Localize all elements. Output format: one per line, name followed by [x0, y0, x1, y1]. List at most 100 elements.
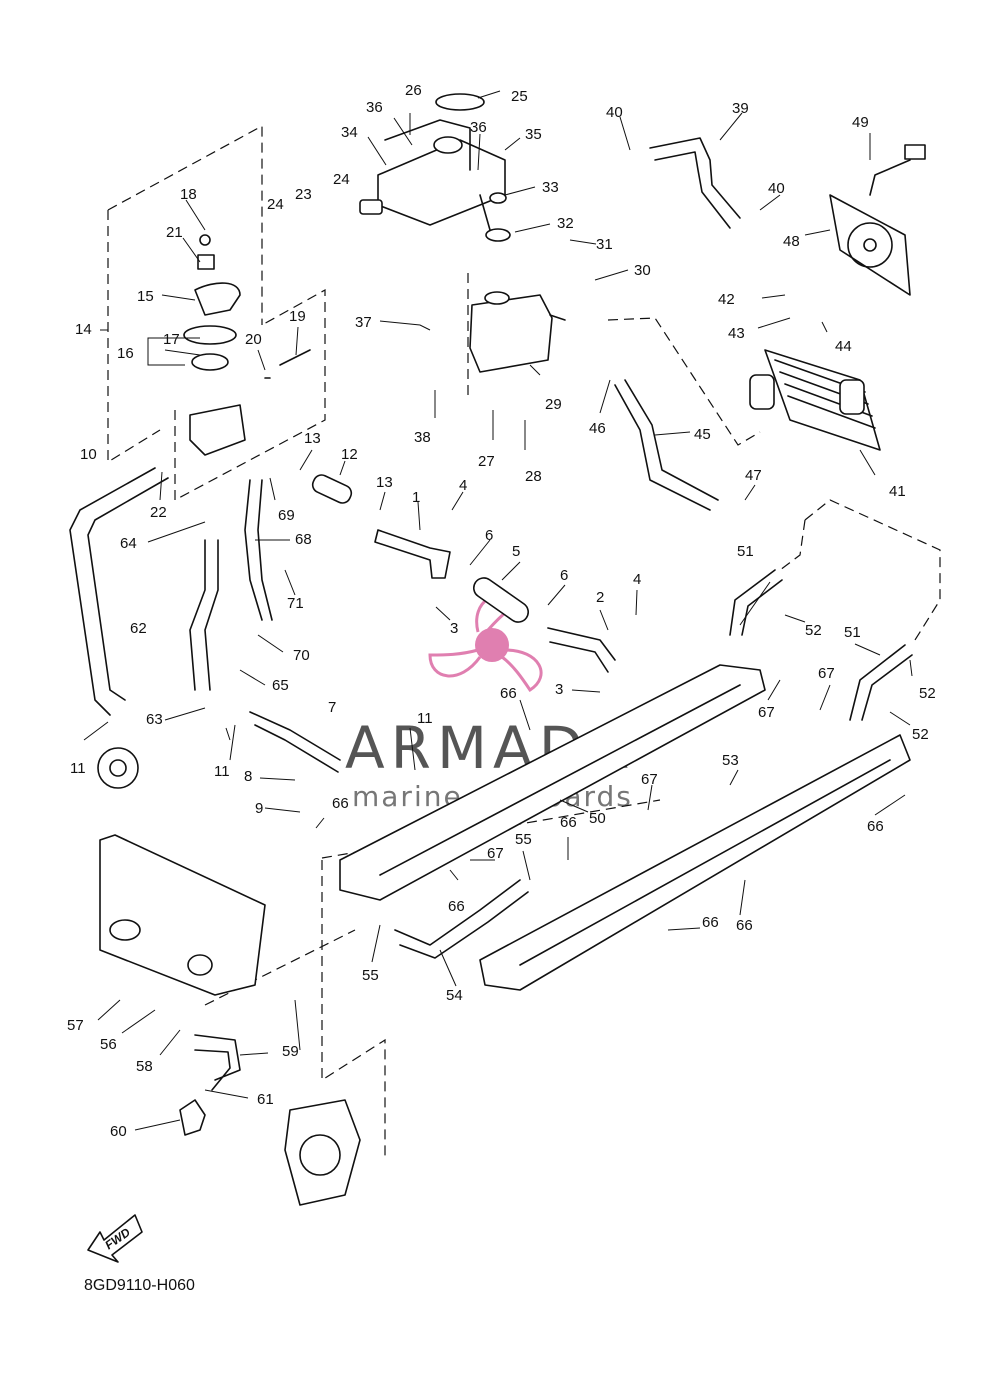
- hose-45: [614, 379, 719, 511]
- hose-7: [249, 711, 341, 773]
- callout-11: 11: [214, 763, 230, 780]
- callout-66: 66: [867, 818, 884, 835]
- callout-66: 66: [500, 685, 517, 702]
- callout-66: 66: [736, 917, 753, 934]
- callout-71: 71: [287, 595, 304, 612]
- callout-6: 6: [560, 567, 568, 584]
- callout-31: 31: [596, 236, 613, 253]
- callout-32: 32: [557, 215, 574, 232]
- callout-9: 9: [255, 800, 263, 817]
- cooling-fan: [829, 144, 926, 296]
- callout-35: 35: [525, 126, 542, 143]
- hose-60: [179, 1099, 206, 1136]
- callout-52: 52: [805, 622, 822, 639]
- callout-18: 18: [180, 186, 197, 203]
- hose-2: [547, 627, 616, 673]
- callout-47: 47: [745, 467, 762, 484]
- callout-37: 37: [355, 314, 372, 331]
- leader-lines: [83, 90, 913, 1131]
- frame-rail-53: [479, 734, 911, 991]
- water-pump: [97, 747, 361, 1206]
- callout-43: 43: [728, 325, 745, 342]
- callout-2: 2: [596, 589, 604, 606]
- callout-26: 26: [405, 82, 422, 99]
- callout-30: 30: [634, 262, 651, 279]
- callout-24: 24: [333, 171, 350, 188]
- callout-39: 39: [732, 100, 749, 117]
- callout-66: 66: [702, 914, 719, 931]
- callout-59: 59: [282, 1043, 299, 1060]
- callout-44: 44: [835, 338, 852, 355]
- callout-42: 42: [718, 291, 735, 308]
- hose-10: [69, 467, 169, 716]
- callout-15: 15: [137, 288, 154, 305]
- callout-34: 34: [341, 124, 358, 141]
- callout-20: 20: [245, 331, 262, 348]
- callout-61: 61: [257, 1091, 274, 1108]
- callout-36: 36: [470, 119, 487, 136]
- callout-4: 4: [633, 571, 641, 588]
- callout-24: 24: [267, 196, 284, 213]
- callout-12: 12: [341, 446, 358, 463]
- callout-65: 65: [272, 677, 289, 694]
- callout-58: 58: [136, 1058, 153, 1075]
- callout-40: 40: [768, 180, 785, 197]
- callout-70: 70: [293, 647, 310, 664]
- hose-12: [311, 474, 353, 504]
- callout-16: 16: [117, 345, 134, 362]
- callout-29: 29: [545, 396, 562, 413]
- callout-25: 25: [511, 88, 528, 105]
- callout-69: 69: [278, 507, 295, 524]
- callout-27: 27: [478, 453, 495, 470]
- callout-13: 13: [376, 474, 393, 491]
- frame-rail-50: [339, 664, 766, 901]
- coolant-tank: [469, 192, 566, 373]
- callout-68: 68: [295, 531, 312, 548]
- callout-46: 46: [589, 420, 606, 437]
- callout-63: 63: [146, 711, 163, 728]
- callout-67: 67: [487, 845, 504, 862]
- hose-5: [472, 577, 530, 623]
- oil-cooler: [749, 349, 881, 451]
- callout-numbers: 1 2 3 3 4 4 5 6 6 7 8 9 10 11 11 11 12 1…: [67, 82, 936, 1140]
- hose-51: [729, 569, 783, 636]
- hose-62: [189, 539, 219, 691]
- callout-66: 66: [448, 898, 465, 915]
- callout-4: 4: [459, 477, 467, 494]
- lower-left-bracket: [99, 834, 266, 996]
- callout-64: 64: [120, 535, 137, 552]
- hose-54: [394, 879, 529, 959]
- callout-5: 5: [512, 543, 520, 560]
- callout-8: 8: [244, 768, 252, 785]
- callout-14: 14: [75, 321, 92, 338]
- callout-55: 55: [515, 831, 532, 848]
- callout-60: 60: [110, 1123, 127, 1140]
- callout-50: 50: [589, 810, 606, 827]
- callout-3: 3: [450, 620, 458, 637]
- callout-52: 52: [919, 685, 936, 702]
- hose-59: [194, 1034, 241, 1091]
- callout-7: 7: [328, 699, 336, 716]
- callout-19: 19: [289, 308, 306, 325]
- callout-1: 1: [412, 489, 420, 506]
- callout-67: 67: [641, 771, 658, 788]
- diagram-code: 8GD9110-H060: [84, 1277, 195, 1294]
- callout-10: 10: [80, 446, 97, 463]
- callout-52: 52: [912, 726, 929, 743]
- callout-41: 41: [889, 483, 906, 500]
- hose-39: [649, 137, 741, 229]
- callout-13: 13: [304, 430, 321, 447]
- callout-51: 51: [737, 543, 754, 560]
- thermostat-housing: [183, 234, 311, 456]
- callout-57: 57: [67, 1017, 84, 1034]
- callout-6: 6: [485, 527, 493, 544]
- callout-48: 48: [783, 233, 800, 250]
- callout-23: 23: [295, 186, 312, 203]
- callout-55: 55: [362, 967, 379, 984]
- callout-40: 40: [606, 104, 623, 121]
- callout-11: 11: [70, 760, 86, 777]
- callout-33: 33: [542, 179, 559, 196]
- callout-17: 17: [163, 331, 180, 348]
- callout-38: 38: [414, 429, 431, 446]
